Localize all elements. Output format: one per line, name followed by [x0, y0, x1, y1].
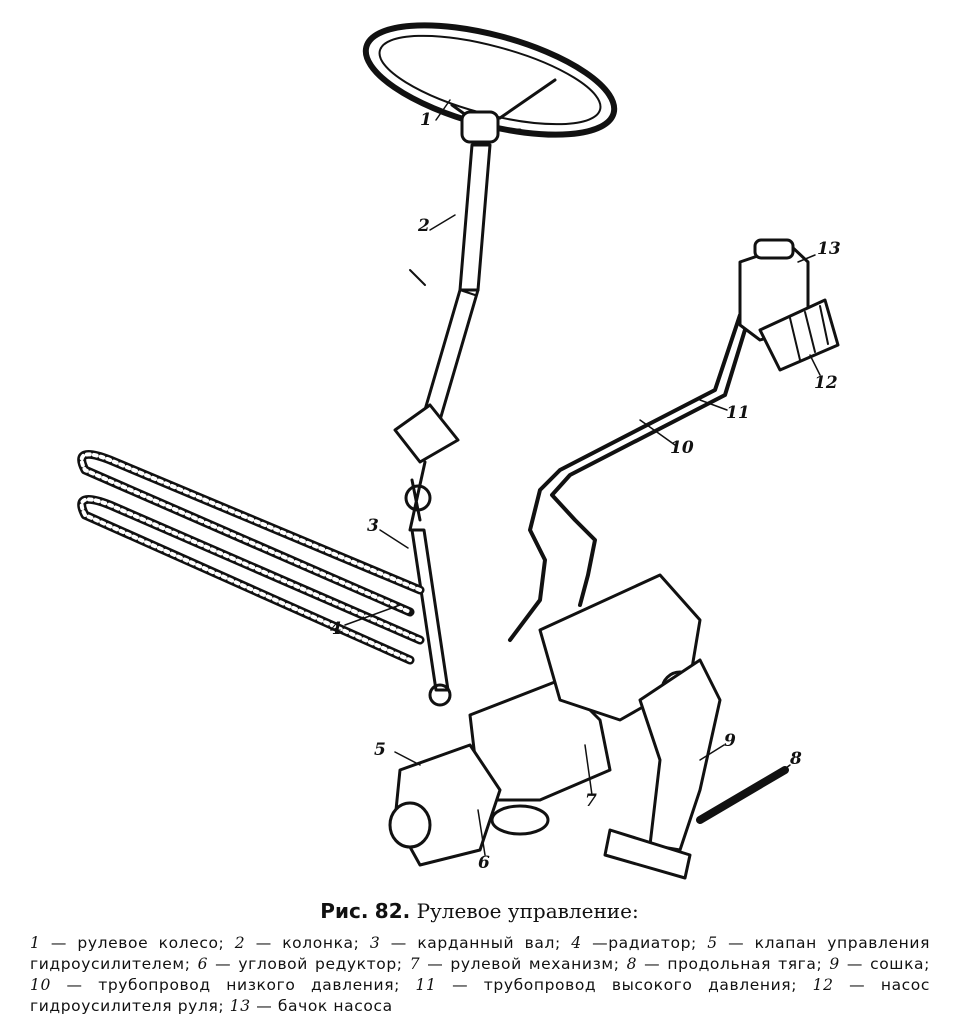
steering-wheel-drawing [362, 22, 618, 144]
legend-text: — карданный вал; [380, 934, 572, 952]
callout-13: 13 [817, 239, 841, 259]
callout-4: 4 [330, 619, 342, 639]
legend-num: 5 [707, 934, 718, 952]
steering-column-drawing [393, 143, 492, 532]
callout-7: 7 [585, 791, 597, 811]
legend-text: — рулевой механизм; [420, 955, 627, 973]
callout-leaders [344, 99, 821, 856]
radiator-drawing [77, 449, 425, 665]
legend-text: — насос гидроусилителя руля; [30, 976, 930, 1015]
legend-text: — продольная тяга; [637, 955, 830, 973]
legend-text: — колонка; [245, 934, 370, 952]
legend-num: 6 [197, 955, 209, 973]
legend-num: 8 [626, 955, 638, 973]
callout-11: 11 [726, 403, 750, 423]
callout-9: 9 [724, 731, 736, 751]
callout-10: 10 [670, 438, 694, 458]
steering-system-illustration: 1 2 3 4 5 6 7 8 9 10 11 12 13 [77, 22, 841, 880]
pipelines-drawing [508, 313, 750, 642]
callout-12: 12 [814, 373, 838, 393]
figure-legend: 1 — рулевое колесо; 2 — колонка; 3 — кар… [30, 933, 930, 1017]
callout-2: 2 [418, 216, 430, 236]
callout-1: 1 [420, 110, 432, 130]
pump-reservoir-drawing [738, 238, 840, 372]
legend-text: — бачок насоса [250, 997, 393, 1015]
legend-num: 12 [812, 976, 834, 994]
cardan-shaft-drawing [404, 484, 452, 707]
legend-text: — сошка; [839, 955, 930, 973]
legend-num: 4 [571, 934, 582, 952]
legend-num: 3 [369, 934, 381, 952]
legend-num: 11 [415, 976, 437, 994]
callout-5: 5 [374, 740, 386, 760]
caption-title-text: Рулевое управление: [416, 899, 639, 923]
valve-reducer-drawing [388, 743, 550, 867]
caption-number: 82. [374, 899, 411, 923]
legend-text: —радиатор; [581, 934, 708, 952]
legend-num: 9 [829, 955, 840, 973]
legend-num: 13 [229, 997, 251, 1015]
steering-mechanism-drawing [468, 573, 789, 880]
legend-num: 10 [30, 976, 51, 994]
callout-6: 6 [478, 853, 490, 873]
callout-3: 3 [367, 516, 379, 536]
callout-8: 8 [790, 749, 802, 769]
legend-num: 2 [234, 934, 246, 952]
legend-text: — клапан управления гидроусилителем; [30, 934, 930, 973]
figure-caption-title: Рис. 82. Рулевое управление: [0, 899, 959, 923]
legend-text: — рулевое колесо; [40, 934, 235, 952]
legend-text: — трубопровод высокого давления; [436, 976, 813, 994]
legend-num: 7 [409, 955, 421, 973]
legend-num: 1 [30, 934, 41, 952]
legend-text: — угловой редуктор; [208, 955, 410, 973]
legend-text: — трубопровод низкого давления; [50, 976, 416, 994]
caption-prefix: Рис. [320, 899, 369, 923]
